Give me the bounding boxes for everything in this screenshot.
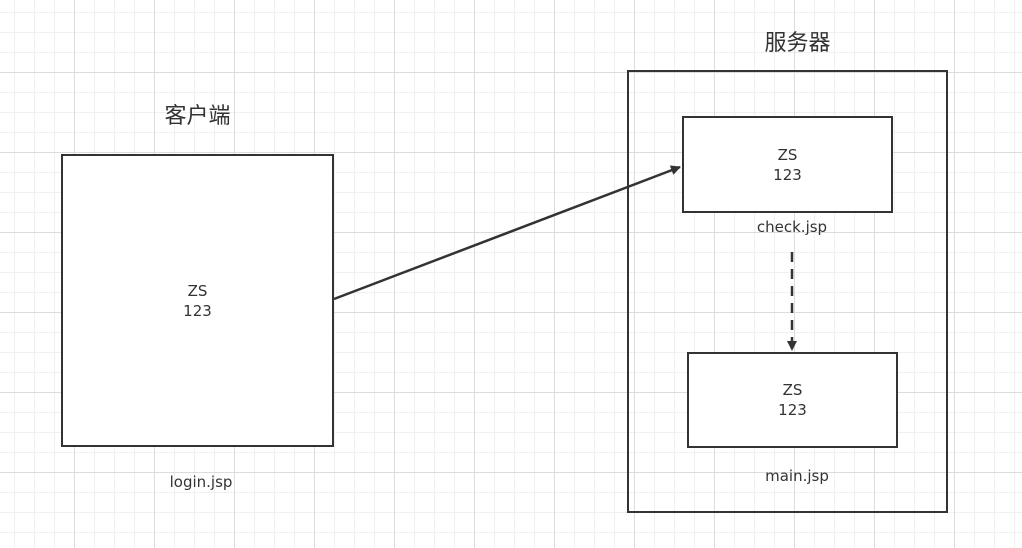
check-username-text: ZS bbox=[777, 145, 798, 164]
server-title: 服务器 bbox=[764, 31, 831, 56]
login-username-text: ZS bbox=[187, 281, 208, 300]
login-page-box[interactable]: ZS 123 bbox=[61, 154, 334, 447]
check-page-box[interactable]: ZS 123 bbox=[682, 116, 893, 213]
login-file-label: login.jsp bbox=[169, 473, 233, 491]
check-password-text: 123 bbox=[773, 165, 802, 184]
check-file-label: check.jsp bbox=[756, 218, 828, 236]
client-title: 客户端 bbox=[164, 104, 231, 129]
main-password-text: 123 bbox=[778, 401, 807, 419]
login-password-text: 123 bbox=[183, 301, 212, 320]
main-page-box[interactable]: ZS 123 bbox=[687, 352, 898, 448]
main-username-text: ZS bbox=[782, 381, 803, 399]
main-file-label: main.jsp bbox=[765, 467, 829, 485]
